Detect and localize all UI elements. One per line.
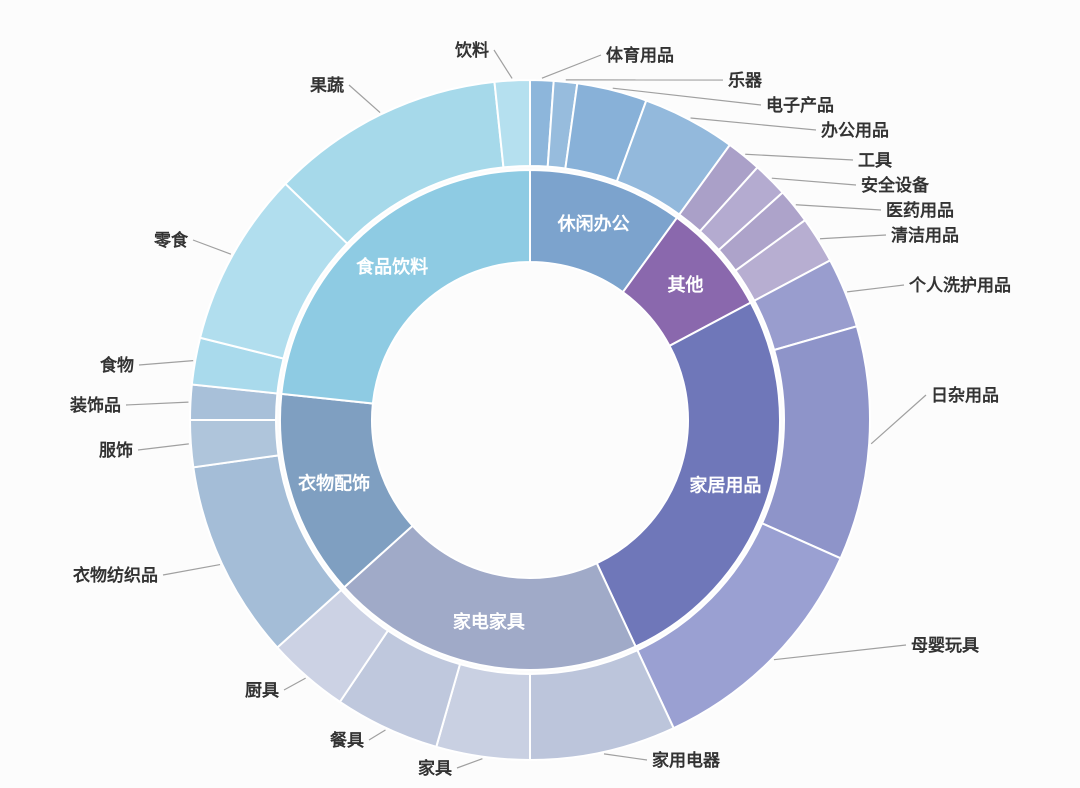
leader-line-装饰品 [125, 401, 189, 406]
leader-line-零食 [192, 239, 232, 255]
inner-segment-食品饮料 [280, 168, 531, 405]
leader-line-食物 [138, 360, 194, 366]
outer-label-餐具: 餐具 [330, 730, 364, 750]
inner-segment-家电家具 [342, 524, 637, 671]
outer-label-装饰品: 装饰品 [69, 395, 121, 415]
leader-line-电子产品 [612, 87, 762, 106]
leader-line-个人洗护用品 [847, 284, 905, 293]
outer-label-零食: 零食 [153, 230, 189, 250]
leader-line-服饰 [137, 443, 189, 451]
inner-segment-家居用品 [595, 301, 781, 648]
outer-label-母婴玩具: 母婴玩具 [911, 636, 979, 655]
outer-label-个人洗护用品: 个人洗护用品 [908, 275, 1011, 295]
inner-label-休闲办公: 休闲办公 [557, 213, 630, 234]
leader-line-餐具 [368, 729, 386, 741]
leader-line-安全设备 [771, 177, 857, 186]
leader-line-家用电器 [603, 753, 648, 761]
outer-label-果蔬: 果蔬 [310, 76, 344, 95]
outer-label-家具: 家具 [418, 758, 452, 778]
leader-line-母婴玩具 [773, 644, 907, 661]
outer-label-日杂用品: 日杂用品 [931, 385, 999, 405]
leader-line-办公用品 [690, 117, 817, 131]
leader-line-厨具 [283, 677, 306, 691]
inner-label-家电家具: 家电家具 [453, 611, 525, 632]
inner-label-家居用品: 家居用品 [689, 474, 761, 495]
leader-line-家具 [456, 758, 483, 769]
leader-line-饮料 [493, 49, 513, 79]
inner-label-衣物配饰: 衣物配饰 [298, 473, 370, 494]
outer-label-办公用品: 办公用品 [821, 120, 889, 140]
inner-label-食品饮料: 食品饮料 [355, 256, 428, 277]
leader-line-清洁用品 [819, 234, 887, 240]
outer-label-清洁用品: 清洁用品 [891, 225, 959, 245]
inner-label-其他: 其他 [667, 274, 703, 295]
leader-line-工具 [745, 153, 854, 161]
outer-label-服饰: 服饰 [99, 440, 133, 460]
outer-label-体育用品: 体育用品 [606, 45, 674, 65]
leader-line-衣物纺织品 [162, 563, 221, 576]
leader-line-果蔬 [348, 84, 381, 114]
leader-line-体育用品 [541, 54, 602, 79]
outer-label-乐器: 乐器 [728, 71, 763, 90]
outer-segment-饮料 [493, 78, 531, 169]
outer-label-工具: 工具 [858, 151, 892, 170]
outer-label-厨具: 厨具 [245, 681, 279, 700]
leader-line-医药用品 [795, 204, 882, 211]
outer-label-衣物纺织品: 衣物纺织品 [73, 565, 158, 585]
outer-label-食物: 食物 [100, 355, 134, 375]
outer-label-电子产品: 电子产品 [766, 95, 834, 115]
leader-line-日杂用品 [870, 394, 927, 445]
outer-label-医药用品: 医药用品 [886, 200, 954, 220]
outer-label-家用电器: 家用电器 [652, 750, 721, 770]
outer-label-饮料: 饮料 [454, 40, 489, 60]
outer-label-安全设备: 安全设备 [861, 175, 930, 195]
